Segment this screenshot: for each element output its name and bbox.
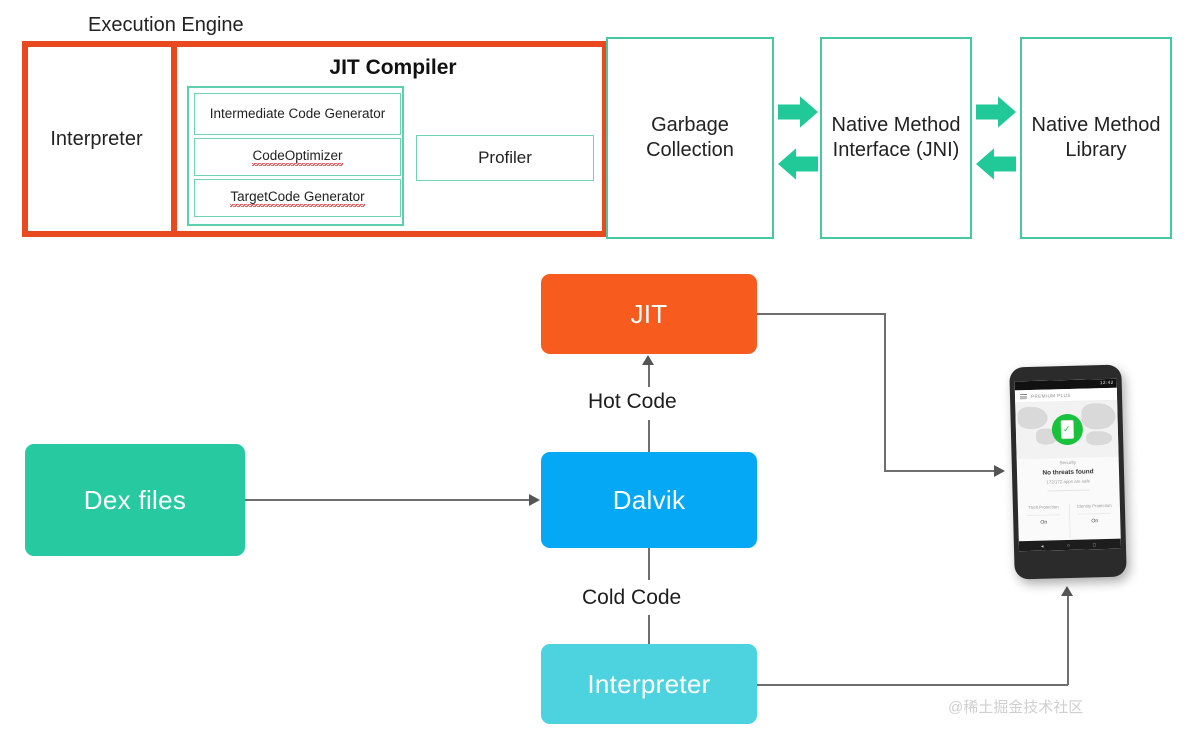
edge-dalvik-to-cold-label (648, 548, 650, 580)
phone-subtext: 172/172 apps are safe (1046, 478, 1091, 485)
column-rule (1078, 512, 1112, 515)
flow-node-dex-files: Dex files (25, 444, 245, 556)
arrow-right-icon (976, 96, 1016, 128)
profiler-label: Profiler (478, 148, 532, 167)
map-blob (1017, 406, 1048, 430)
arrow-left-icon (778, 148, 818, 180)
edge-interpreter-out (757, 684, 1068, 686)
garbage-collection-box: Garbage Collection (606, 37, 774, 239)
code-optimizer-label: CodeOptimizer (252, 148, 343, 166)
edge-interpreter-up (1067, 595, 1069, 685)
arrow-head-icon (1061, 586, 1073, 596)
checkmark-icon: ✓ (1062, 423, 1071, 435)
arrow-head-icon (529, 494, 540, 506)
edge-hot-label-to-jit (648, 365, 650, 387)
code-generator-group: Intermediate Code Generator CodeOptimize… (187, 86, 404, 226)
watermark: @稀土掘金技术社区 (948, 699, 1084, 716)
code-optimizer-box: CodeOptimizer (194, 138, 401, 176)
native-method-interface-box: Native Method Interface (JNI) (820, 37, 972, 239)
target-code-generator-label: TargetCode Generator (230, 189, 365, 207)
phone-divider (1047, 489, 1090, 492)
phone-protection-column[interactable]: Theft Protection On (1018, 504, 1070, 526)
arrow-left-icon (976, 148, 1016, 180)
column-title: Identity Protection (1077, 502, 1112, 509)
gc-jni-arrow-pair (778, 95, 824, 185)
column-rule (1027, 514, 1061, 517)
home-icon[interactable]: ○ (1066, 542, 1071, 550)
edge-jit-to-phone (884, 470, 996, 472)
edge-label-cold-code: Cold Code (582, 586, 682, 609)
phone-protection-column[interactable]: Identity Protection On (1069, 503, 1121, 525)
edge-dalvik-to-hot-label (648, 420, 650, 452)
phone-status-time: 12:42 (1099, 379, 1114, 386)
flow-node-jit: JIT (541, 274, 757, 354)
recents-icon[interactable]: □ (1092, 542, 1097, 549)
native-method-library-box: Native Method Library (1020, 37, 1172, 239)
flow-node-dalvik: Dalvik (541, 452, 757, 548)
phone-nav-bar: ◂ ○ □ (1018, 538, 1122, 552)
map-blob (1081, 402, 1116, 430)
phone-secure-label: Security (1059, 459, 1077, 466)
hamburger-menu-icon[interactable] (1019, 394, 1028, 400)
edge-dex-to-dalvik (245, 499, 531, 501)
phone-screen: 12:42 PREMIUM PLUS ✓ Security No threats… (1014, 378, 1122, 552)
phone-app-title: PREMIUM PLUS (1030, 392, 1071, 399)
column-value: On (1040, 519, 1048, 526)
column-title: Theft Protection (1028, 504, 1059, 511)
arrow-head-icon (642, 355, 654, 365)
interpreter-cell: Interpreter (22, 41, 177, 237)
edge-label-hot-code: Hot Code (588, 390, 677, 413)
edge-jit-out (757, 313, 885, 315)
jit-compiler-title: JIT Compiler (329, 56, 457, 79)
target-code-generator-box: TargetCode Generator (194, 179, 401, 217)
column-value: On (1091, 518, 1099, 525)
back-icon[interactable]: ◂ (1040, 543, 1044, 550)
map-blob (1085, 430, 1113, 446)
intermediate-code-generator-box: Intermediate Code Generator (194, 93, 401, 135)
jni-nml-arrow-pair (976, 95, 1022, 185)
arrow-head-icon (994, 465, 1005, 477)
profiler-box: Profiler (416, 135, 594, 181)
arrow-right-icon (778, 96, 818, 128)
phone-mockup: 12:42 PREMIUM PLUS ✓ Security No threats… (1009, 364, 1127, 580)
execution-engine-title: Execution Engine (88, 14, 244, 36)
edge-jit-down (884, 313, 886, 471)
flow-node-interpreter: Interpreter (541, 644, 757, 724)
interpreter-label: Interpreter (50, 127, 143, 150)
phone-headline: No threats found (1042, 468, 1094, 477)
edge-cold-label-to-interpreter (648, 615, 650, 644)
